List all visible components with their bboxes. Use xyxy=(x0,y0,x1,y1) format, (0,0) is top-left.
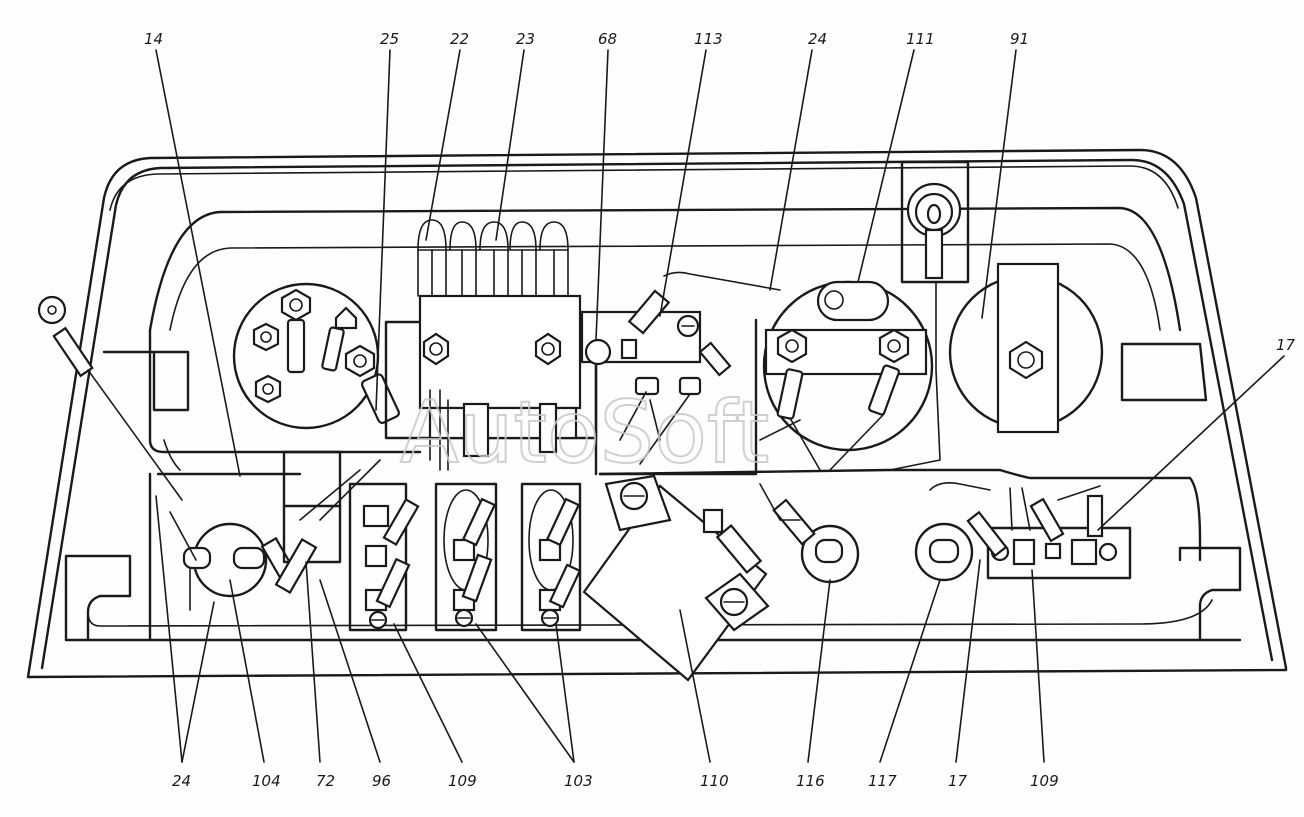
callout-103: 103 xyxy=(564,772,593,790)
callout-91: 91 xyxy=(1010,30,1029,48)
callout-25: 25 xyxy=(380,30,399,48)
callout-111: 111 xyxy=(906,30,935,48)
ground-lead xyxy=(37,295,183,501)
voltage-regulator-110 xyxy=(582,474,770,682)
indicator-lamp-116 xyxy=(759,483,860,584)
callout-24-bottom: 24 xyxy=(172,772,191,790)
callout-96: 96 xyxy=(372,772,391,790)
callout-24-top: 24 xyxy=(808,30,827,48)
right-dial xyxy=(948,262,1104,434)
relay-module xyxy=(580,271,781,476)
callout-22: 22 xyxy=(450,30,469,48)
callout-113: 113 xyxy=(694,30,723,48)
callout-72: 72 xyxy=(316,772,335,790)
watermark: AutoSoft xyxy=(400,383,769,483)
callout-117: 117 xyxy=(868,772,897,790)
speedometer-gauge xyxy=(759,280,934,471)
fuel-gauge-left xyxy=(232,282,400,430)
callout-14: 14 xyxy=(144,30,163,48)
leader-lines xyxy=(155,49,1285,763)
callout-116: 116 xyxy=(796,772,825,790)
callouts-bottom: 24 104 72 96 109 103 110 116 117 17 109 xyxy=(172,772,1059,790)
light-switch-top xyxy=(889,160,970,471)
callout-17-bottom: 17 xyxy=(948,772,968,790)
callout-23: 23 xyxy=(516,30,535,48)
connector-block xyxy=(384,219,598,471)
terminal-strip-109-right xyxy=(966,485,1132,580)
callouts-right: 17 xyxy=(1276,336,1296,354)
bulb-socket-103-b xyxy=(520,482,582,632)
callout-109-right: 109 xyxy=(1030,772,1059,790)
callout-110: 110 xyxy=(700,772,729,790)
bulb-socket-109-left xyxy=(348,482,420,632)
indicator-lamp-117 xyxy=(914,482,991,582)
terminal-72 xyxy=(274,450,381,595)
panel-housing xyxy=(26,148,1288,679)
callout-109-left: 109 xyxy=(448,772,477,790)
bulb-socket-103-a xyxy=(434,482,498,632)
callout-68: 68 xyxy=(598,30,617,48)
callout-104: 104 xyxy=(252,772,281,790)
callouts-top: 14 25 22 23 68 113 24 111 91 xyxy=(144,30,1029,48)
callout-17-right: 17 xyxy=(1276,336,1296,354)
warning-lamp-104 xyxy=(169,511,296,611)
